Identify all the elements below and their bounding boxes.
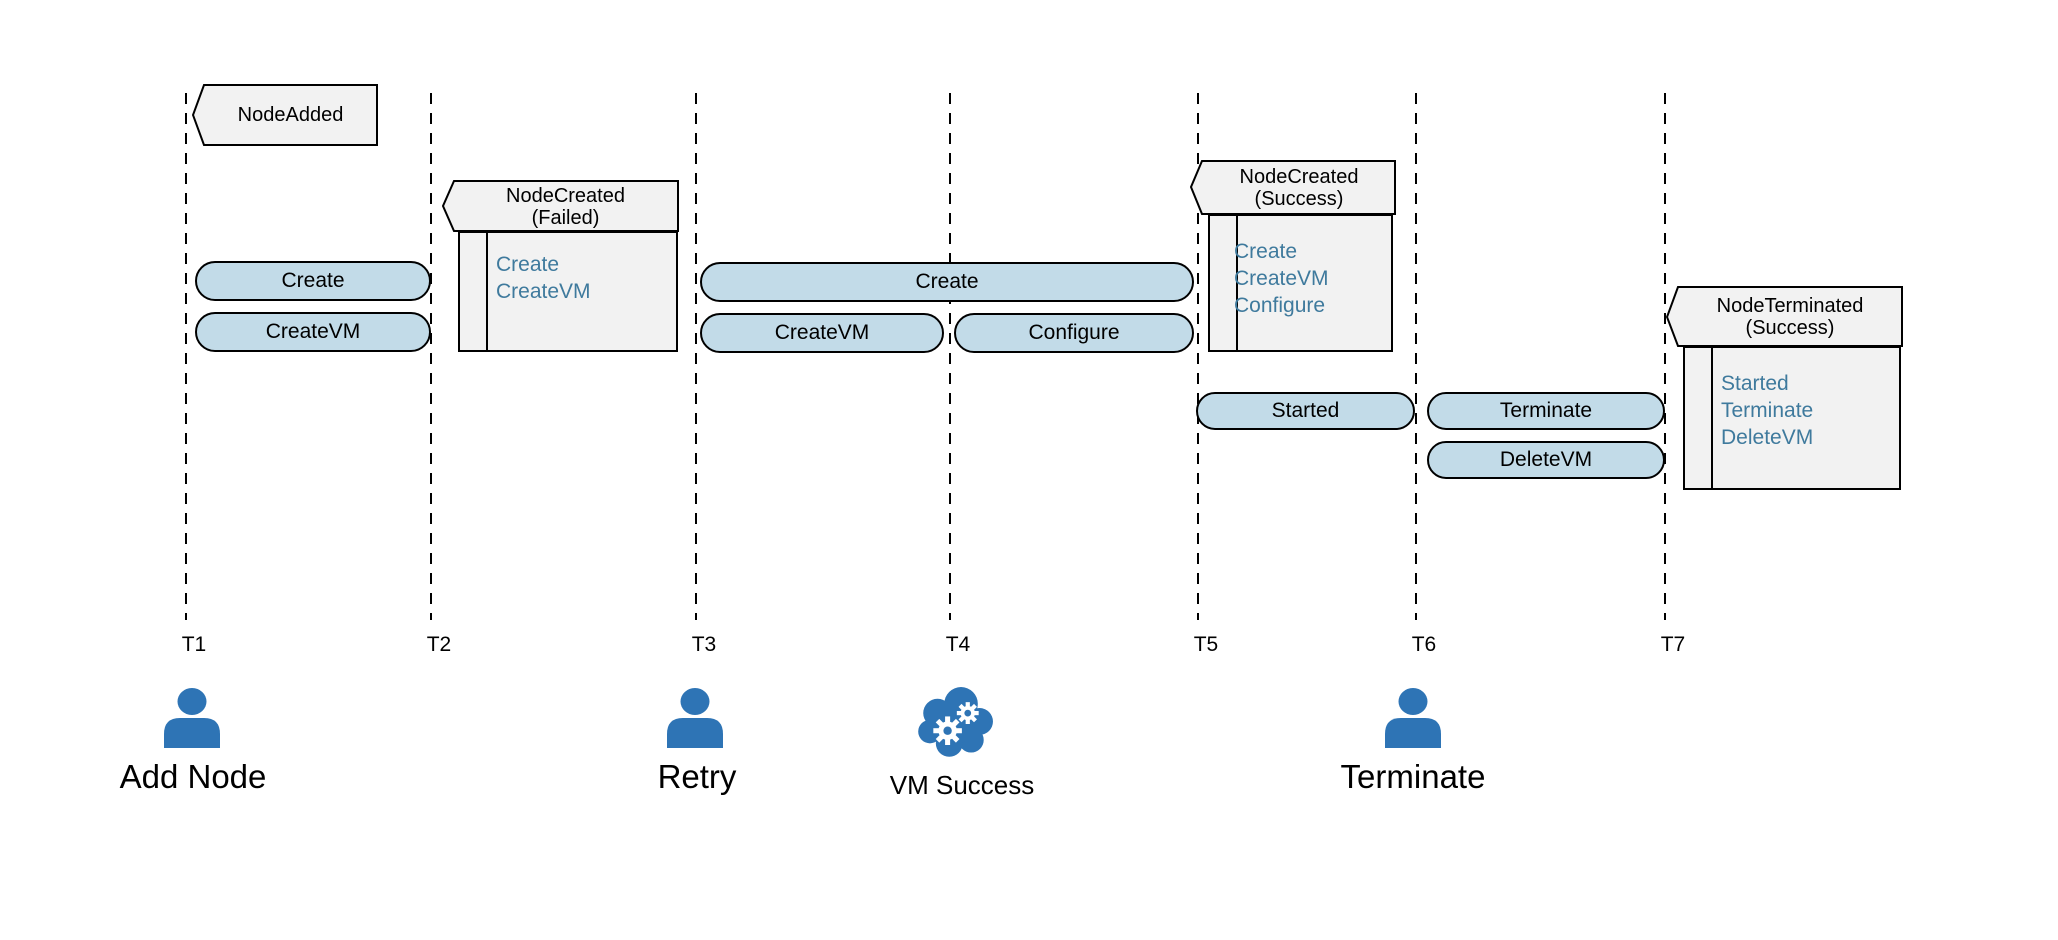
activity-pill-deletevm: DeleteVM (1427, 441, 1665, 479)
timeline-line-t4 (949, 93, 951, 620)
event-flag-subtitle: (Failed) (531, 206, 600, 229)
activity-pill-configure: Configure (954, 313, 1194, 353)
actor-label-vm-success: VM Success (889, 770, 1035, 800)
person-icon (1385, 688, 1441, 748)
event-flag-node-added (192, 84, 378, 146)
history-item: Configure (1234, 294, 1326, 317)
activity-pill-create-2: Create (700, 262, 1194, 302)
history-item: DeleteVM (1721, 426, 1814, 449)
event-flag-subtitle: (Success) (1745, 317, 1835, 339)
event-flag-node-terminated-success (1666, 286, 1903, 347)
history-panel-node-created-failed: Create CreateVM (458, 231, 678, 352)
cloud-gears-icon (918, 687, 993, 757)
timeline-line-t5 (1197, 93, 1199, 620)
activity-pill-createvm-1: CreateVM (195, 312, 431, 352)
tick-label-t5: T5 (1193, 633, 1219, 656)
actor-label-add-node: Add Node (119, 758, 267, 795)
tick-label-t6: T6 (1411, 633, 1437, 656)
panel-spine (1236, 216, 1238, 350)
history-item: Create (496, 253, 560, 276)
history-item: Create (1234, 240, 1298, 263)
activity-pill-createvm-2: CreateVM (700, 313, 944, 353)
history-item: Started (1721, 372, 1789, 395)
timeline-line-t1 (185, 93, 187, 620)
timeline-line-t7 (1664, 93, 1666, 620)
actor-label-terminate: Terminate (1340, 758, 1486, 795)
tick-label-t2: T2 (426, 633, 452, 656)
activity-pill-terminate: Terminate (1427, 392, 1665, 430)
timeline-line-t3 (695, 93, 697, 620)
timeline-line-t6 (1415, 93, 1417, 620)
event-flag-title: NodeCreated (506, 184, 625, 207)
event-flag-node-created-failed (442, 180, 679, 232)
actor-label-retry: Retry (657, 758, 737, 795)
history-panel-node-terminated-success: Started Terminate DeleteVM (1683, 346, 1901, 490)
timeline-line-t2 (430, 93, 432, 620)
history-item: Terminate (1721, 399, 1814, 422)
history-panel-node-created-success: Create CreateVM Configure (1208, 214, 1393, 352)
tick-label-t7: T7 (1660, 633, 1686, 656)
event-flag-subtitle: (Success) (1254, 188, 1344, 210)
panel-spine (486, 233, 488, 350)
history-item: CreateVM (1234, 267, 1329, 290)
history-item: CreateVM (496, 280, 591, 303)
tick-label-t1: T1 (181, 633, 207, 656)
panel-spine (1711, 348, 1713, 488)
tick-label-t3: T3 (691, 633, 717, 656)
event-flag-title: NodeAdded (237, 104, 344, 126)
event-flag-node-created-success (1190, 160, 1396, 215)
activity-pill-create-1: Create (195, 261, 431, 301)
event-flag-title: NodeCreated (1239, 166, 1359, 188)
tick-label-t4: T4 (945, 633, 971, 656)
activity-pill-started: Started (1196, 392, 1415, 430)
person-icon (164, 688, 220, 748)
person-icon (667, 688, 723, 748)
event-flag-title: NodeTerminated (1716, 295, 1864, 317)
